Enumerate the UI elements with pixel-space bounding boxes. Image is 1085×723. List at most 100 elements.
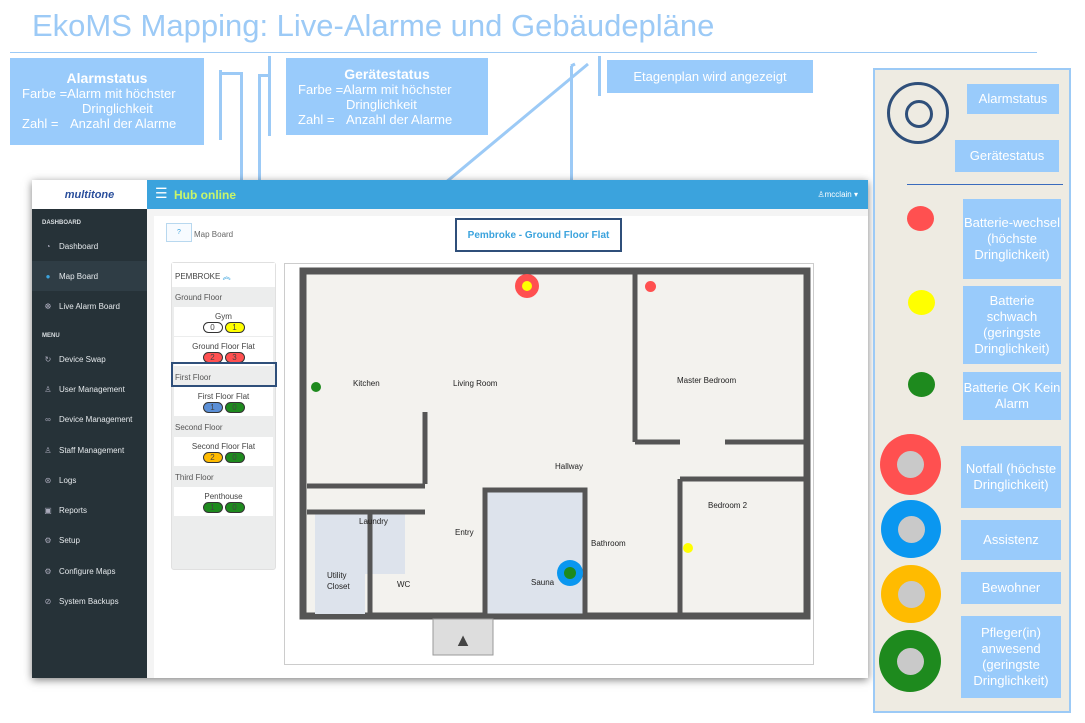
device-status-badge[interactable]: 0 (224, 502, 245, 513)
sidebar-section-menu: MENU (42, 333, 60, 339)
unit-name: Penthouse (204, 492, 243, 501)
green-dot-icon (908, 372, 935, 397)
connector (219, 72, 241, 75)
legend-resident: Bewohner (961, 572, 1061, 604)
sidebar-item-label: Reports (59, 505, 88, 515)
callout-value: Alarm mit höchster (343, 82, 452, 97)
alarm-marker-assist[interactable] (557, 560, 583, 586)
connector (219, 70, 222, 140)
callout-key: Farbe = (22, 86, 68, 101)
sidebar-item-label: Device Swap (59, 354, 106, 364)
sidebar-item-device-swap[interactable]: ↻Device Swap (32, 344, 147, 374)
selected-unit-highlight (171, 362, 277, 387)
sidebar-item-reports[interactable]: ▣Reports (32, 495, 147, 525)
gear-icon: ⚙ (44, 535, 52, 545)
yellow-dot-icon (908, 290, 935, 315)
alarm-status-badge[interactable]: 2 (202, 452, 223, 463)
map-title: Pembroke - Ground Floor Flat (455, 218, 622, 252)
room-label: WC (397, 580, 411, 589)
sidebar-item-label: Staff Management (59, 445, 125, 455)
title-divider (10, 52, 1037, 53)
callout-heading: Alarmstatus (66, 70, 148, 86)
sidebar-item-configure-maps[interactable]: ⚙Configure Maps (32, 556, 147, 586)
connector (570, 66, 573, 216)
device-marker-battery-change[interactable] (645, 281, 656, 292)
alarmstatus-callout: Alarmstatus Farbe =Alarm mit höchster Dr… (10, 58, 204, 145)
legend-panel: Alarmstatus Gerätestatus Batterie-wechse… (873, 68, 1071, 713)
sidebar-item-label: Dashboard (59, 241, 99, 251)
hamburger-menu-icon[interactable]: ☰ (155, 185, 168, 201)
user-menu[interactable]: ♙mcclain ▾ (817, 190, 858, 199)
staff-icon: ♙ (44, 445, 52, 455)
device-marker-battery-ok[interactable] (311, 382, 321, 392)
gauge-icon: ◔ (45, 241, 51, 251)
site-header[interactable]: PEMBROKE ︽ (172, 263, 275, 287)
device-status-badge[interactable]: 0 (224, 402, 245, 413)
connector (258, 74, 270, 77)
red-dot-icon (907, 206, 934, 231)
sidebar-item-device-management[interactable]: ∞ Device Management (32, 404, 147, 434)
room-label: Living Room (453, 379, 498, 388)
sidebar-item-label: Device Management (59, 414, 133, 424)
room-label: Hallway (555, 462, 584, 471)
device-marker-battery-low[interactable] (683, 543, 693, 553)
sidebar-item-label: Live Alarm Board (59, 301, 120, 311)
connector (268, 56, 271, 136)
sidebar-item-system-backups[interactable]: ⊘ System Backups (32, 586, 147, 616)
sidebar-item-label: System Backups (59, 596, 119, 606)
breadcrumb[interactable]: Map Board (194, 230, 234, 239)
room-label: Bathroom (591, 539, 626, 548)
alarm-status-badge[interactable]: 0 (202, 322, 223, 333)
floor-heading: Ground Floor (175, 293, 223, 302)
unit-name: Gym (215, 312, 232, 321)
connector (598, 56, 601, 96)
legend-carer: Pfleger(in) anwesend (geringste Dringlic… (961, 616, 1061, 698)
room-label: Entry (455, 528, 474, 537)
callout-value: Dringlichkeit (82, 101, 153, 116)
callout-key: Zahl = (22, 116, 59, 131)
sidebar-item-map-board[interactable]: ●Map Board (32, 261, 147, 291)
unit-name: Second Floor Flat (191, 442, 256, 451)
sidebar-item-logs[interactable]: ⊛Logs (32, 465, 147, 495)
floor-plan[interactable]: ▲ Kitchen Living Room Master Bedroom Hal… (284, 263, 814, 665)
device-status-badge[interactable]: 1 (224, 322, 245, 333)
floor-heading: First Floor (175, 373, 211, 382)
multitone-logo: multitone (32, 180, 147, 209)
legend-battery-low: Batterie schwach (geringste Dringlichkei… (963, 286, 1061, 364)
legend-emergency: Notfall (höchste Dringlichkeit) (961, 446, 1061, 508)
sidebar-item-live-alarm-board[interactable]: ☸ Live Alarm Board (32, 291, 147, 321)
alarm-status-badge[interactable]: 1 (202, 502, 223, 513)
device-status-badge[interactable]: 0 (224, 452, 245, 463)
device-ring-icon (905, 100, 933, 128)
alarm-marker-emergency[interactable] (515, 274, 539, 298)
callout-value: Anzahl der Alarme (346, 112, 453, 127)
user-icon: ♙ (817, 190, 825, 199)
alarm-status-badge[interactable]: 1 (202, 402, 223, 413)
ban-icon: ⊘ (44, 596, 52, 606)
amber-ring-icon (881, 565, 941, 623)
alarm-board-icon: ☸ (44, 301, 52, 311)
unit-name: First Floor Flat (197, 392, 250, 401)
site-name: PEMBROKE (175, 272, 221, 281)
chevron-up-icon[interactable]: ︽ (222, 272, 231, 281)
sidebar-item-staff-management[interactable]: ♙ Staff Management (32, 435, 147, 465)
sidebar-item-setup[interactable]: ⚙Setup (32, 525, 147, 555)
sidebar-item-label: User Management (59, 384, 125, 394)
hub-status: Hub online (174, 188, 236, 202)
callout-value: Dringlichkeit (346, 97, 417, 112)
legend-alarmstatus: Alarmstatus (967, 84, 1059, 114)
link-icon: ∞ (45, 414, 51, 424)
callout-value: Anzahl der Alarme (70, 116, 177, 131)
page-title: EkoMS Mapping: Live-Alarme und Gebäudepl… (32, 8, 715, 43)
sidebar-item-user-management[interactable]: ♙User Management (32, 374, 147, 404)
sidebar: multitone DASHBOARD ◔Dashboard ●Map Boar… (32, 180, 147, 678)
sidebar-item-dashboard[interactable]: ◔ Dashboard (32, 231, 147, 261)
help-button[interactable]: ? (166, 223, 192, 242)
logs-icon: ⊛ (44, 475, 52, 485)
